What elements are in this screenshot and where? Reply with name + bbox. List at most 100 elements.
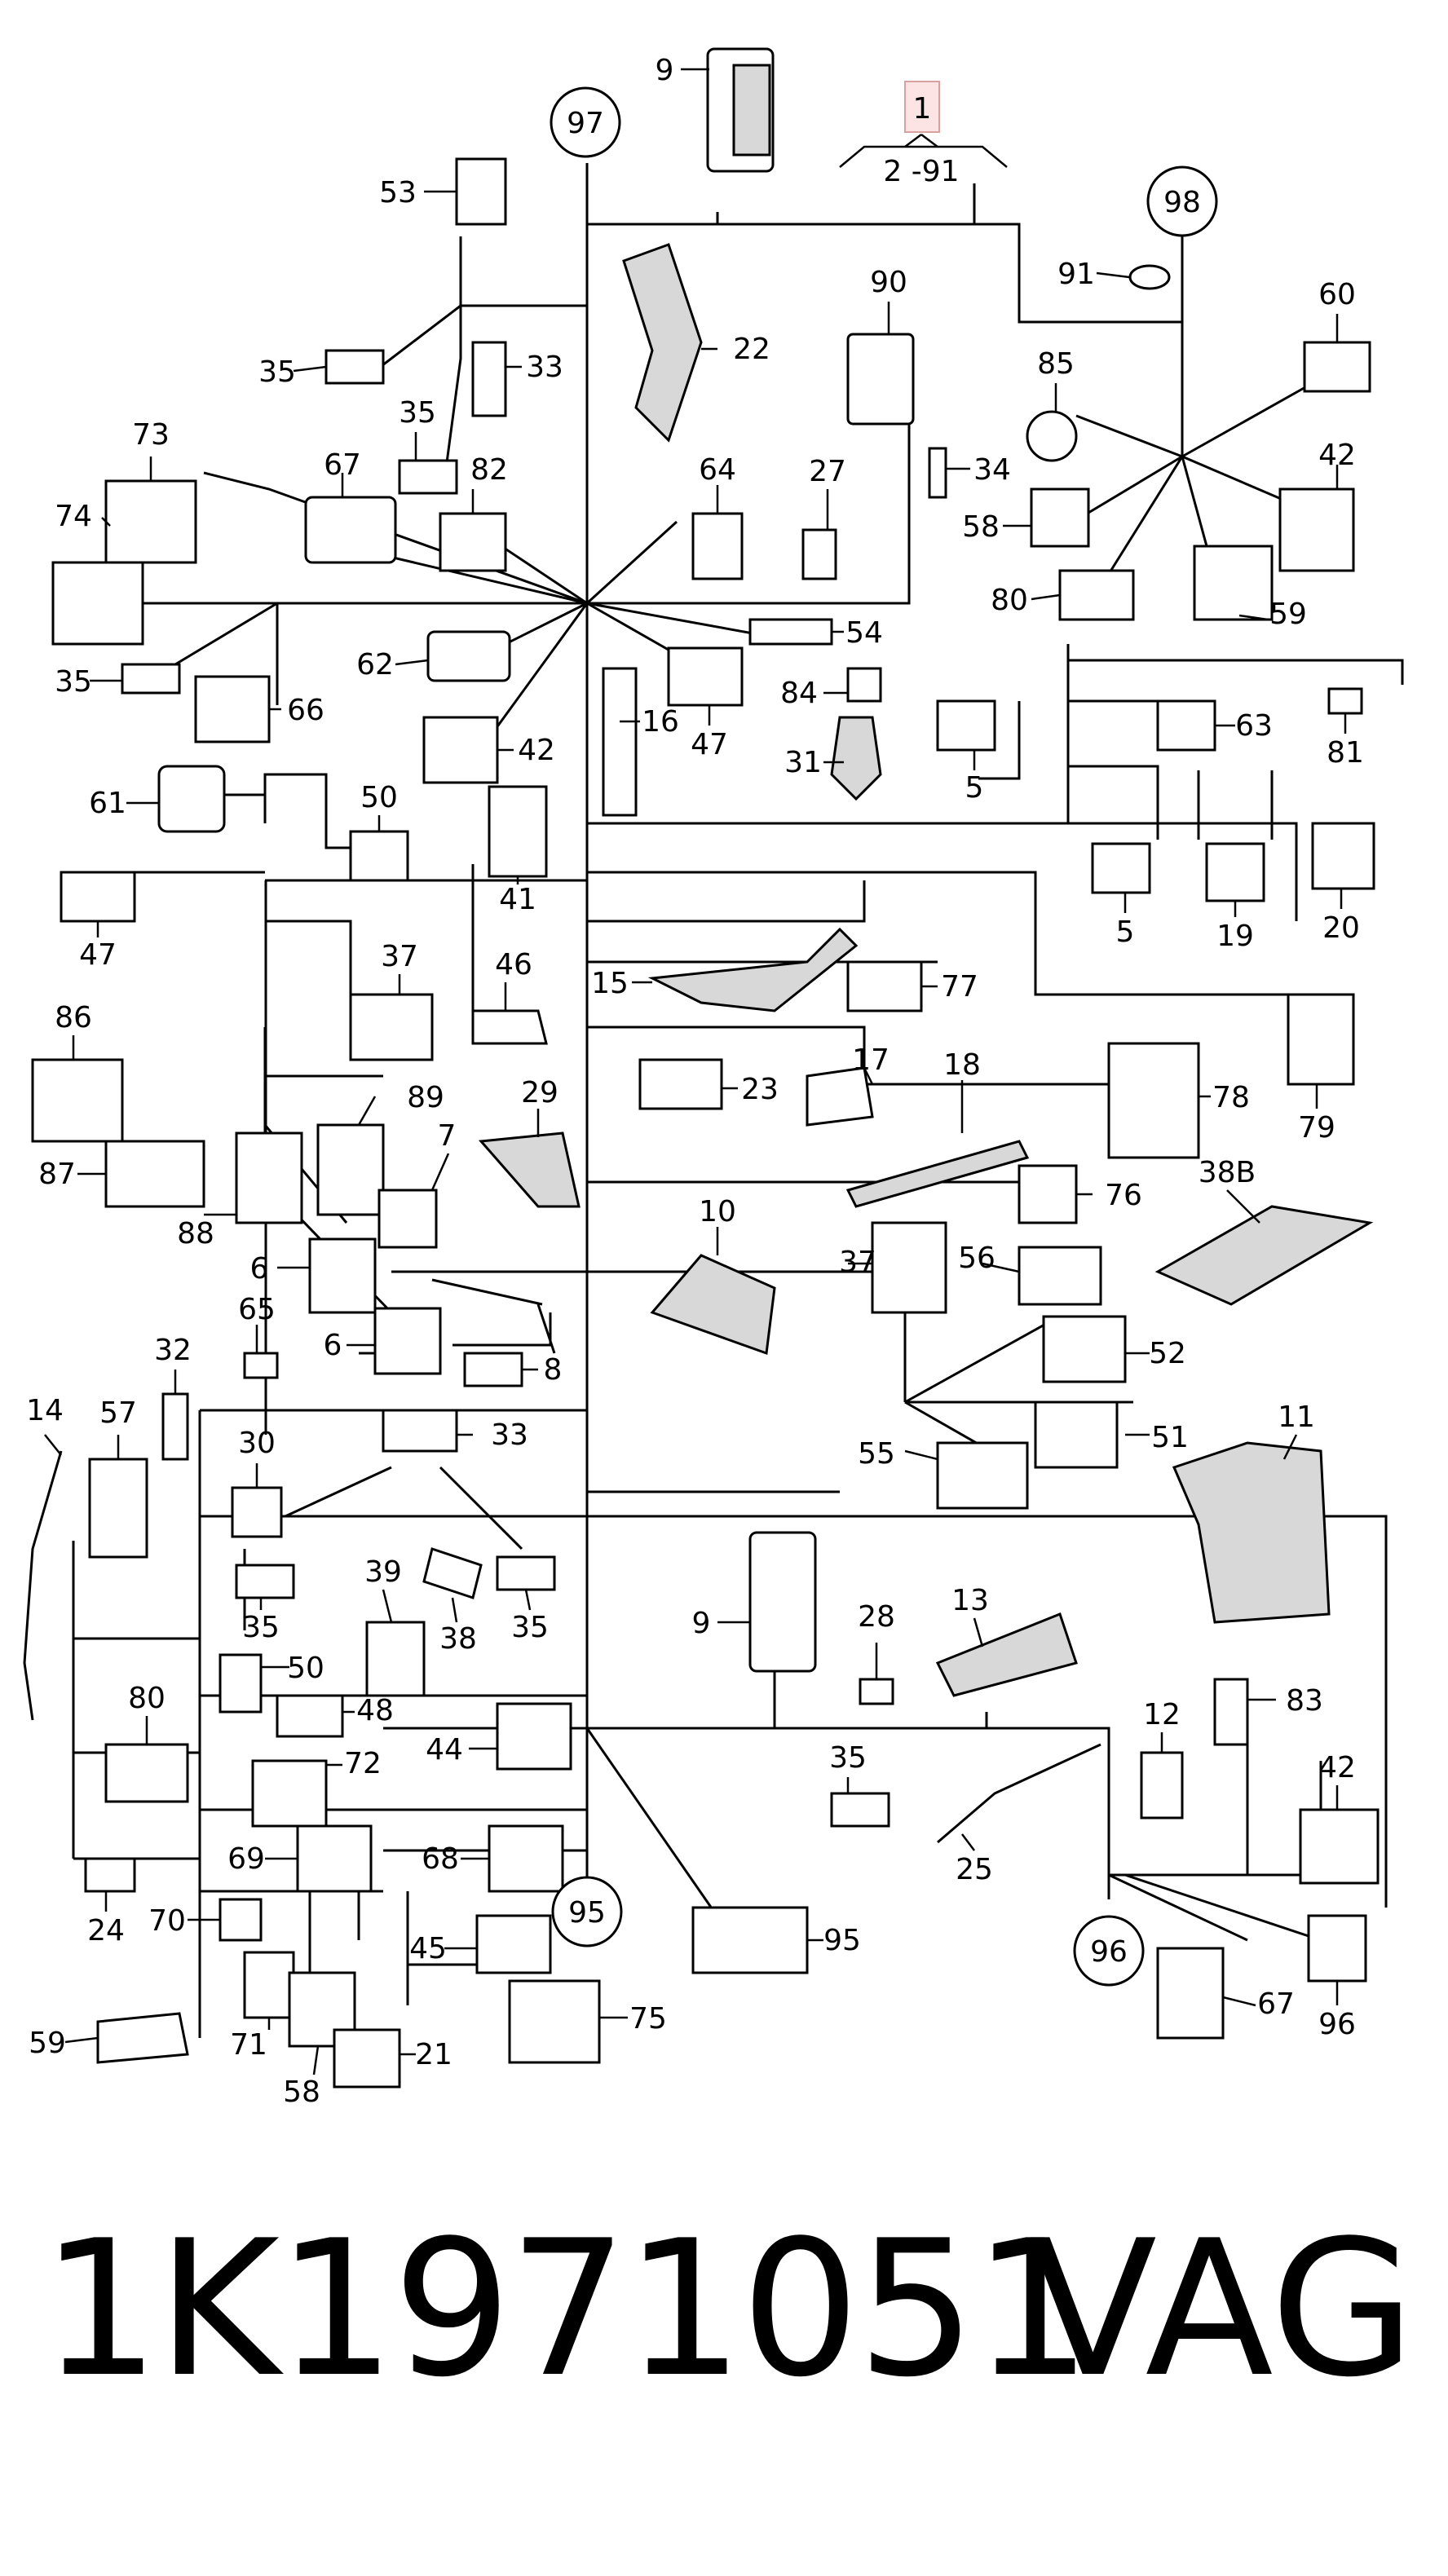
callout-label: 20 [1322,911,1360,945]
callout-label: 5 [965,771,984,805]
callout-label: 66 [287,694,324,727]
wiring-lines [72,163,1404,2038]
callout-label: 67 [324,448,361,482]
connector-parts [23,47,1380,2089]
callout-label: 10 [699,1195,736,1228]
callout-label: 77 [941,970,978,1003]
brand-label: VAG [1028,2201,1415,2419]
callout-label: 83 [1286,1684,1323,1718]
callout-label: 27 [809,455,846,488]
callout-label: 95 [823,1924,861,1957]
callout-label: 38 [439,1622,477,1656]
callout-label: 59 [29,2027,66,2060]
callout-label: 5 [1116,915,1135,949]
callout-label: 9 [692,1607,711,1640]
callout-label: 9 [656,54,674,87]
callout-label: 70 [148,1904,186,1938]
callout-label: 21 [415,2038,452,2071]
callout-label: 30 [238,1427,276,1460]
callout-label: 57 [99,1396,137,1430]
callout-label: 19 [1216,920,1254,953]
callout-label: 58 [962,510,1000,544]
circle-96: 96 [1090,1935,1128,1969]
callout-label: 28 [858,1600,895,1634]
callout-label: 29 [521,1076,558,1109]
callout-label: 35 [258,355,296,389]
header-group: 1 2 -91 [883,81,960,188]
callout-label: 71 [230,2028,267,2062]
callout-label: 41 [499,883,536,916]
callout-label: 38B [1199,1156,1256,1189]
circle-96-ring [1073,1915,1145,1987]
callout-label: 14 [26,1394,64,1427]
callout-label: 7 [438,1119,457,1153]
callout-label: 84 [780,677,818,710]
callout-label: 72 [344,1747,382,1780]
callout-label: 87 [38,1158,76,1191]
callout-label: 33 [526,351,563,384]
leader-lines [44,68,1347,2075]
highlight-box [904,81,940,133]
highlight-label: 1 [913,92,932,126]
callout-label: 78 [1212,1081,1250,1114]
callout-label: 82 [470,453,508,487]
callout-label: 60 [1318,278,1356,311]
callout-label: 68 [422,1842,459,1876]
callout-label: 35 [511,1611,549,1644]
callout-label: 65 [238,1293,276,1326]
callout-label: 85 [1037,347,1075,381]
wiring-harness-diagram: 1 2 -91 97 98 95 96 9 53 35 33 35 22 90 … [23,47,1404,2109]
callout-label: 17 [852,1043,890,1077]
callout-label: 12 [1143,1698,1181,1731]
callout-label: 59 [1269,598,1307,631]
callout-label: 34 [973,453,1011,487]
callout-label: 22 [733,333,770,366]
circle-97: 97 [567,107,604,140]
callout-label: 23 [741,1073,779,1106]
callout-label: 37 [839,1246,876,1279]
circle-95-ring [551,1876,623,1947]
callout-label: 76 [1105,1179,1142,1212]
callout-label: 42 [518,734,555,767]
circle-97-ring [550,86,621,158]
circle-95: 95 [568,1896,606,1930]
callout-label: 35 [399,396,436,430]
callout-label: 90 [870,266,907,299]
callout-label: 42 [1318,1751,1356,1784]
callout-label: 55 [858,1437,895,1471]
callout-label: 81 [1327,736,1364,770]
callout-label: 31 [784,746,822,779]
callout-label: 37 [381,940,418,973]
range-label: 2 -91 [883,155,959,188]
callout-label: 89 [407,1081,444,1114]
footer: 1K1971051 VAG [0,2201,1448,2446]
callout-label: 42 [1318,439,1356,472]
circle-98-ring [1146,165,1218,237]
callout-label: 8 [544,1353,563,1387]
callout-label: 32 [154,1334,192,1367]
callout-label: 51 [1151,1421,1189,1454]
reference-circles: 97 98 95 96 [550,86,1218,1987]
callout-label: 79 [1298,1111,1335,1145]
callout-label: 80 [128,1682,166,1715]
callout-label: 75 [629,2002,667,2036]
callout-label: 18 [943,1048,981,1082]
callout-label: 69 [227,1842,265,1876]
callout-label: 91 [1057,258,1095,291]
callout-label: 25 [956,1853,993,1886]
callout-label: 56 [958,1242,996,1275]
callout-label: 39 [364,1555,402,1589]
callout-label: 35 [55,665,92,699]
callout-label: 54 [845,616,883,650]
callout-label: 67 [1257,1987,1295,2021]
callout-label: 33 [491,1418,528,1452]
callout-label: 13 [951,1584,989,1617]
callout-label: 80 [991,584,1028,617]
callout-label: 50 [360,781,398,814]
callout-label: 58 [283,2075,320,2109]
callout-label: 47 [691,728,728,761]
callout-label: 53 [379,176,417,210]
callout-label: 11 [1278,1400,1315,1434]
callout-label: 50 [287,1652,324,1685]
callout-label: 35 [829,1741,867,1775]
